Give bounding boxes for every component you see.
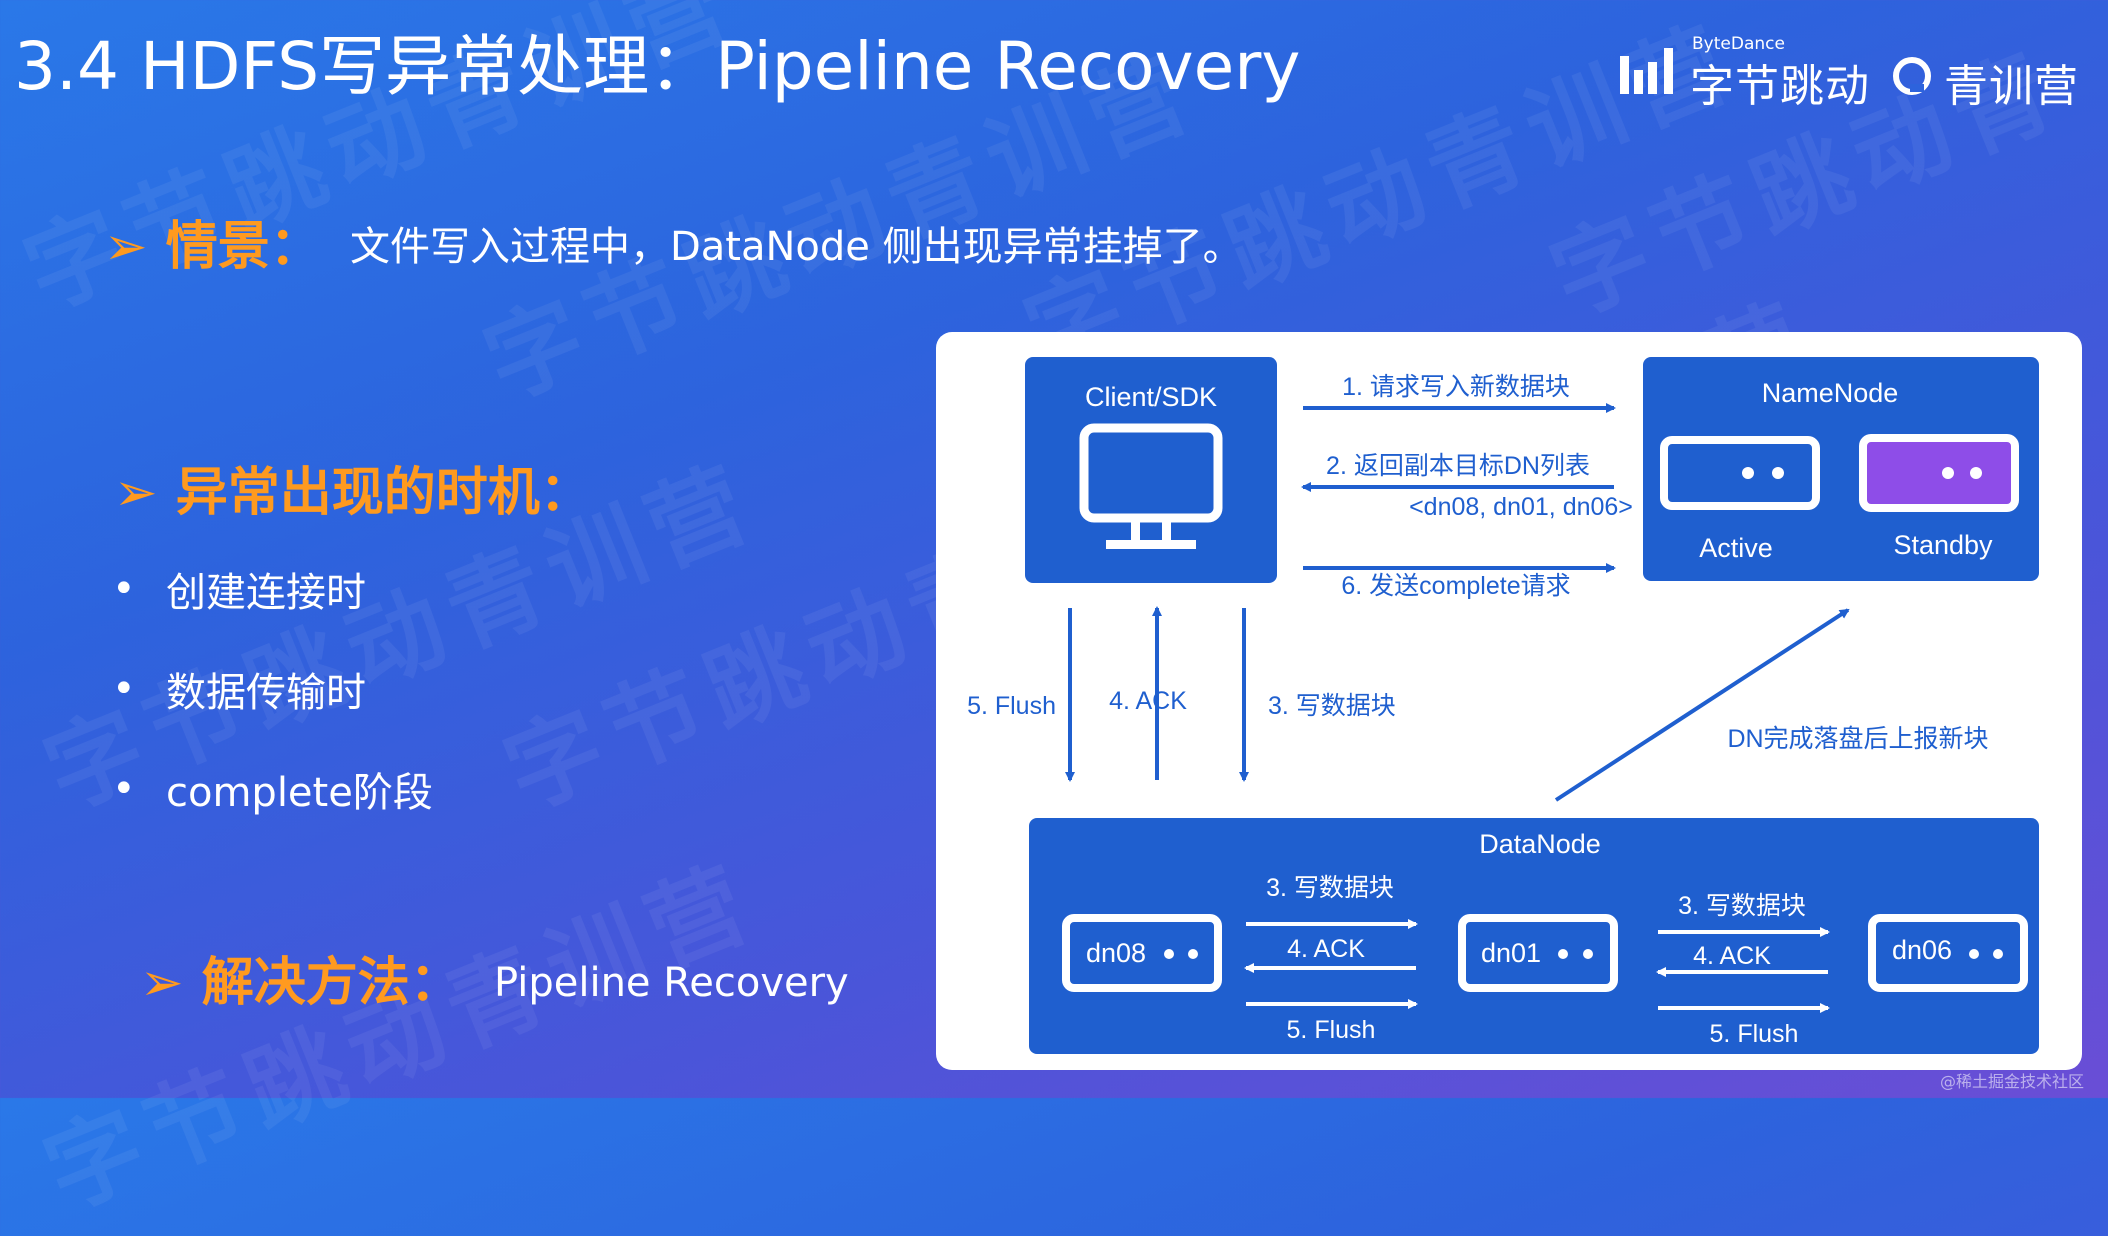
bytedance-logo-small-text: ByteDance xyxy=(1692,34,1785,54)
report-label: DN完成落盘后上报新块 xyxy=(1727,725,1988,753)
datanode-label: DataNode xyxy=(1479,829,1601,859)
msg-complete-label: 6. 发送complete请求 xyxy=(1341,572,1570,600)
standby-label: Standby xyxy=(1893,530,1993,560)
timing-heading: ➢ 异常出现的时机： xyxy=(114,458,592,528)
scene-text: 文件写入过程中，DataNode 侧出现异常挂掉了。 xyxy=(350,224,1243,270)
slide-title: 3.4 HDFS写异常处理：Pipeline Recovery xyxy=(14,28,1301,105)
solution-heading: ➢ 解决方法： xyxy=(140,948,462,1018)
link2-write-label: 3. 写数据块 xyxy=(1678,892,1806,920)
dn-node: dn06 xyxy=(1868,914,2028,992)
arrow-right-icon: ➢ xyxy=(140,953,184,1013)
scene-label: 情景： xyxy=(165,217,322,277)
watermark-text: 字节跳动青训营 xyxy=(29,843,773,1231)
timing-label: 异常出现的时机： xyxy=(175,463,592,523)
dn-label: dn06 xyxy=(1892,935,1952,965)
pipeline-diagram: Client/SDK NameNode Active xyxy=(967,357,2039,1054)
bytedance-logo-icon xyxy=(1620,48,1673,94)
flush-label: 5. Flush xyxy=(967,692,1056,720)
msg-return-label: 2. 返回副本目标DN列表 xyxy=(1326,452,1590,480)
datanode-box: DataNode dn08 dn01 dn06 3. 写数据块 xyxy=(1029,818,2039,1054)
arrow-report xyxy=(1554,608,1850,802)
solution-label: 解决方法： xyxy=(201,953,462,1013)
monitor-icon xyxy=(1079,423,1223,549)
namenode-label: NameNode xyxy=(1762,378,1899,408)
diagram-panel: Client/SDK NameNode Active xyxy=(936,332,2082,1070)
dn-label: dn08 xyxy=(1086,938,1146,968)
link1-flush-label: 5. Flush xyxy=(1287,1016,1376,1044)
solution-text: Pipeline Recovery xyxy=(494,960,849,1006)
bullet-dot: • xyxy=(112,766,136,812)
msg-list-label: <dn08, dn01, dn06> xyxy=(1409,493,1633,521)
timing-item: 创建连接时 xyxy=(166,570,366,616)
dn-node: dn01 xyxy=(1458,914,1618,992)
timing-item: 数据传输时 xyxy=(166,670,366,716)
link1-write-label: 3. 写数据块 xyxy=(1266,874,1394,902)
arrow-right-icon: ➢ xyxy=(114,463,158,523)
camp-logo-icon xyxy=(1893,57,1931,95)
link1-ack-label: 4. ACK xyxy=(1287,935,1365,963)
camp-logo-text: 青训营 xyxy=(1944,61,2079,112)
msg-request-label: 1. 请求写入新数据块 xyxy=(1342,373,1570,401)
footer-credit: @稀土掘金技术社区 xyxy=(1940,1072,2085,1091)
active-server-icon xyxy=(1660,436,1820,510)
ack-label: 4. ACK xyxy=(1109,687,1187,715)
write-label: 3. 写数据块 xyxy=(1268,692,1396,720)
bullet-dot: • xyxy=(112,566,136,612)
dn-node: dn08 xyxy=(1062,914,1222,992)
active-label: Active xyxy=(1699,533,1773,563)
client-sdk-label: Client/SDK xyxy=(1085,382,1217,412)
standby-server-icon xyxy=(1859,434,2019,512)
timing-item: complete阶段 xyxy=(166,770,433,816)
link2-ack-label: 4. ACK xyxy=(1693,942,1771,970)
link2-flush-label: 5. Flush xyxy=(1710,1020,1799,1048)
scene-heading: ➢ 情景： xyxy=(104,212,322,282)
bytedance-logo-text: 字节跳动 xyxy=(1690,61,1870,112)
arrow-right-icon: ➢ xyxy=(104,217,148,277)
client-sdk-box: Client/SDK xyxy=(1025,357,1277,583)
bullet-dot: • xyxy=(112,666,136,712)
namenode-box: NameNode Active Standby xyxy=(1643,357,2039,581)
dn-label: dn01 xyxy=(1481,938,1541,968)
